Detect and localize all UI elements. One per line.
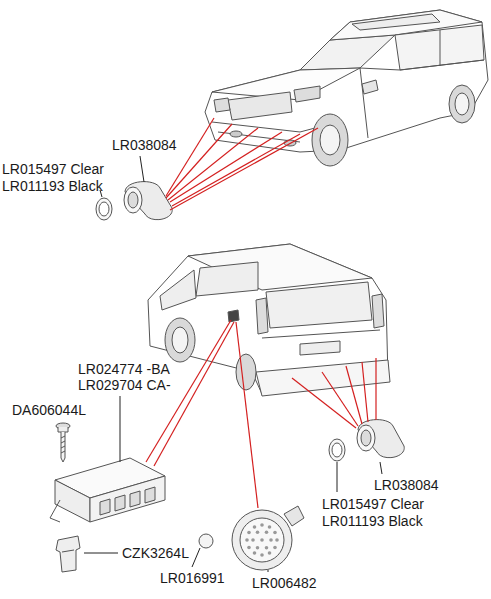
part-number: LR015497 Clear (2, 161, 104, 177)
sounder-hole (268, 551, 272, 555)
sounder-hole (260, 538, 264, 542)
sounder-hole (273, 531, 277, 535)
sounder-hole (247, 546, 251, 550)
part-number: LR038084 (112, 137, 177, 153)
sounder-hole (260, 553, 264, 557)
sounder-hole (253, 525, 257, 529)
sounder-hole (268, 525, 272, 529)
sounder-hole (260, 523, 264, 527)
part-number: LR016991 (160, 570, 225, 586)
part-number: LR038084 (374, 477, 439, 493)
part-number: LR011193 Black (2, 178, 103, 194)
part-number: LR024774 -BA (78, 361, 170, 377)
part-number: LR029704 CA- (78, 377, 171, 393)
part-number: LR006482 (252, 575, 317, 591)
sounder-hole (247, 531, 251, 535)
sounder-hole (245, 538, 249, 542)
sounder-hole (265, 546, 269, 550)
sounder-hole (256, 530, 260, 534)
sounder-hole (256, 546, 260, 550)
sounder-hole (273, 546, 277, 550)
part-number: LR015497 Clear (322, 496, 424, 512)
sounder-hole (253, 551, 257, 555)
sounder-hole (275, 538, 279, 542)
part-number: DA606044L (12, 402, 86, 418)
sounder-hole (265, 530, 269, 534)
sounder-hole (251, 538, 255, 542)
sounder-hole (269, 538, 273, 542)
part-number: LR011193 Black (322, 513, 423, 529)
part-number: CZK3264L (122, 545, 189, 561)
